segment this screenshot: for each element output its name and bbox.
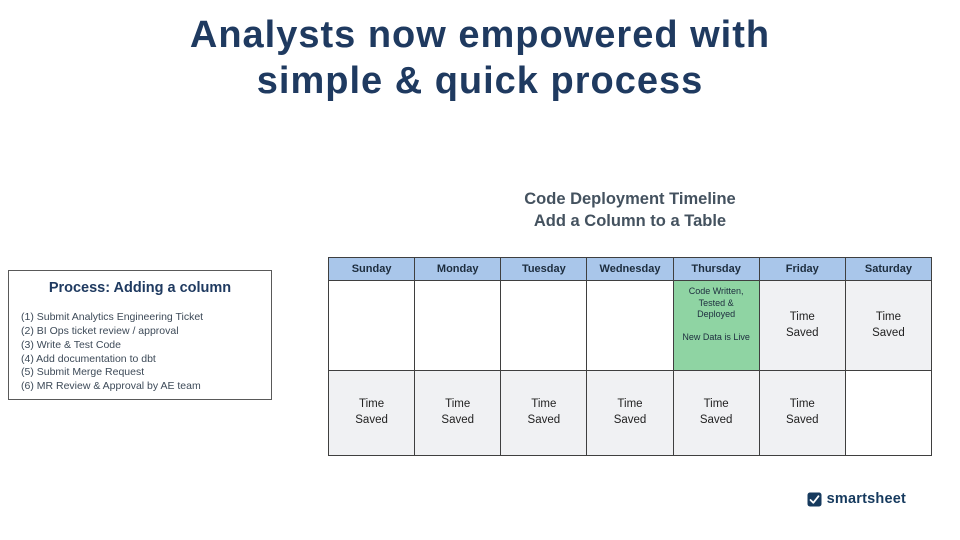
cell-r1-friday-time-saved: Time Saved [758,280,846,371]
process-box: Process: Adding a column (1) Submit Anal… [8,270,272,400]
cell-r2-tuesday-time-saved: Time Saved [500,370,588,456]
thursday-event-text: Code Written, Tested & Deployed [688,286,744,320]
thursday-event-subtext: New Data is Live [682,332,750,343]
cell-r1-thursday-event: Code Written, Tested & Deployed New Data… [672,280,760,371]
cell-r2-saturday-empty [844,370,933,456]
slide-title-line2: simple & quick process [256,60,704,103]
process-step-3: (3) Write & Test Code [21,338,121,351]
day-header-tuesday: Tuesday [500,257,588,281]
cell-r2-monday-time-saved: Time Saved [414,370,502,456]
cell-r2-sunday-time-saved: Time Saved [327,370,416,456]
day-header-monday: Monday [414,257,502,281]
brand-wordmark: smartsheet [826,491,906,507]
process-step-5: (5) Submit Merge Request [21,366,145,379]
cell-r1-saturday-time-saved: Time Saved [844,280,933,371]
process-step-4: (4) Add documentation to dbt [21,352,156,365]
process-step-2: (2) BI Ops ticket review / approval [21,324,179,337]
cell-r1-wednesday-empty [586,280,674,371]
day-header-wednesday: Wednesday [586,257,674,281]
slide-title: Analysts now empowered with simple & qui… [0,12,960,105]
timeline-heading-line1: Code Deployment Timeline [524,190,736,208]
cell-r1-sunday-empty [327,280,416,371]
process-steps-list: (1) Submit Analytics Engineering Ticket … [21,311,263,394]
smartsheet-icon [807,492,822,506]
slide-title-line1: Analysts now empowered with [189,14,771,56]
timeline-heading: Code Deployment Timeline Add a Column to… [328,188,932,233]
process-step-6: (6) MR Review & Approval by AE team [21,380,201,393]
timeline-heading-line2: Add a Column to a Table [533,212,727,231]
day-header-saturday: Saturday [844,257,933,281]
smartsheet-logo: smartsheet [807,491,906,507]
calendar-row-1: Code Written, Tested & Deployed New Data… [327,280,933,371]
day-header-friday: Friday [758,257,846,281]
day-header-sunday: Sunday [327,257,416,281]
cell-r2-thursday-time-saved: Time Saved [672,370,760,456]
calendar-row-2: Time Saved Time Saved Time Saved Time Sa… [327,370,933,456]
cell-r1-monday-empty [414,280,502,371]
calendar-table: Sunday Monday Tuesday Wednesday Thursday… [327,257,933,456]
cell-r1-tuesday-empty [500,280,588,371]
cell-r2-friday-time-saved: Time Saved [758,370,846,456]
process-step-1: (1) Submit Analytics Engineering Ticket [21,311,204,323]
cell-r2-wednesday-time-saved: Time Saved [586,370,674,456]
process-box-title: Process: Adding a column [48,280,232,296]
calendar-header-row: Sunday Monday Tuesday Wednesday Thursday… [327,257,933,281]
day-header-thursday: Thursday [672,257,760,281]
